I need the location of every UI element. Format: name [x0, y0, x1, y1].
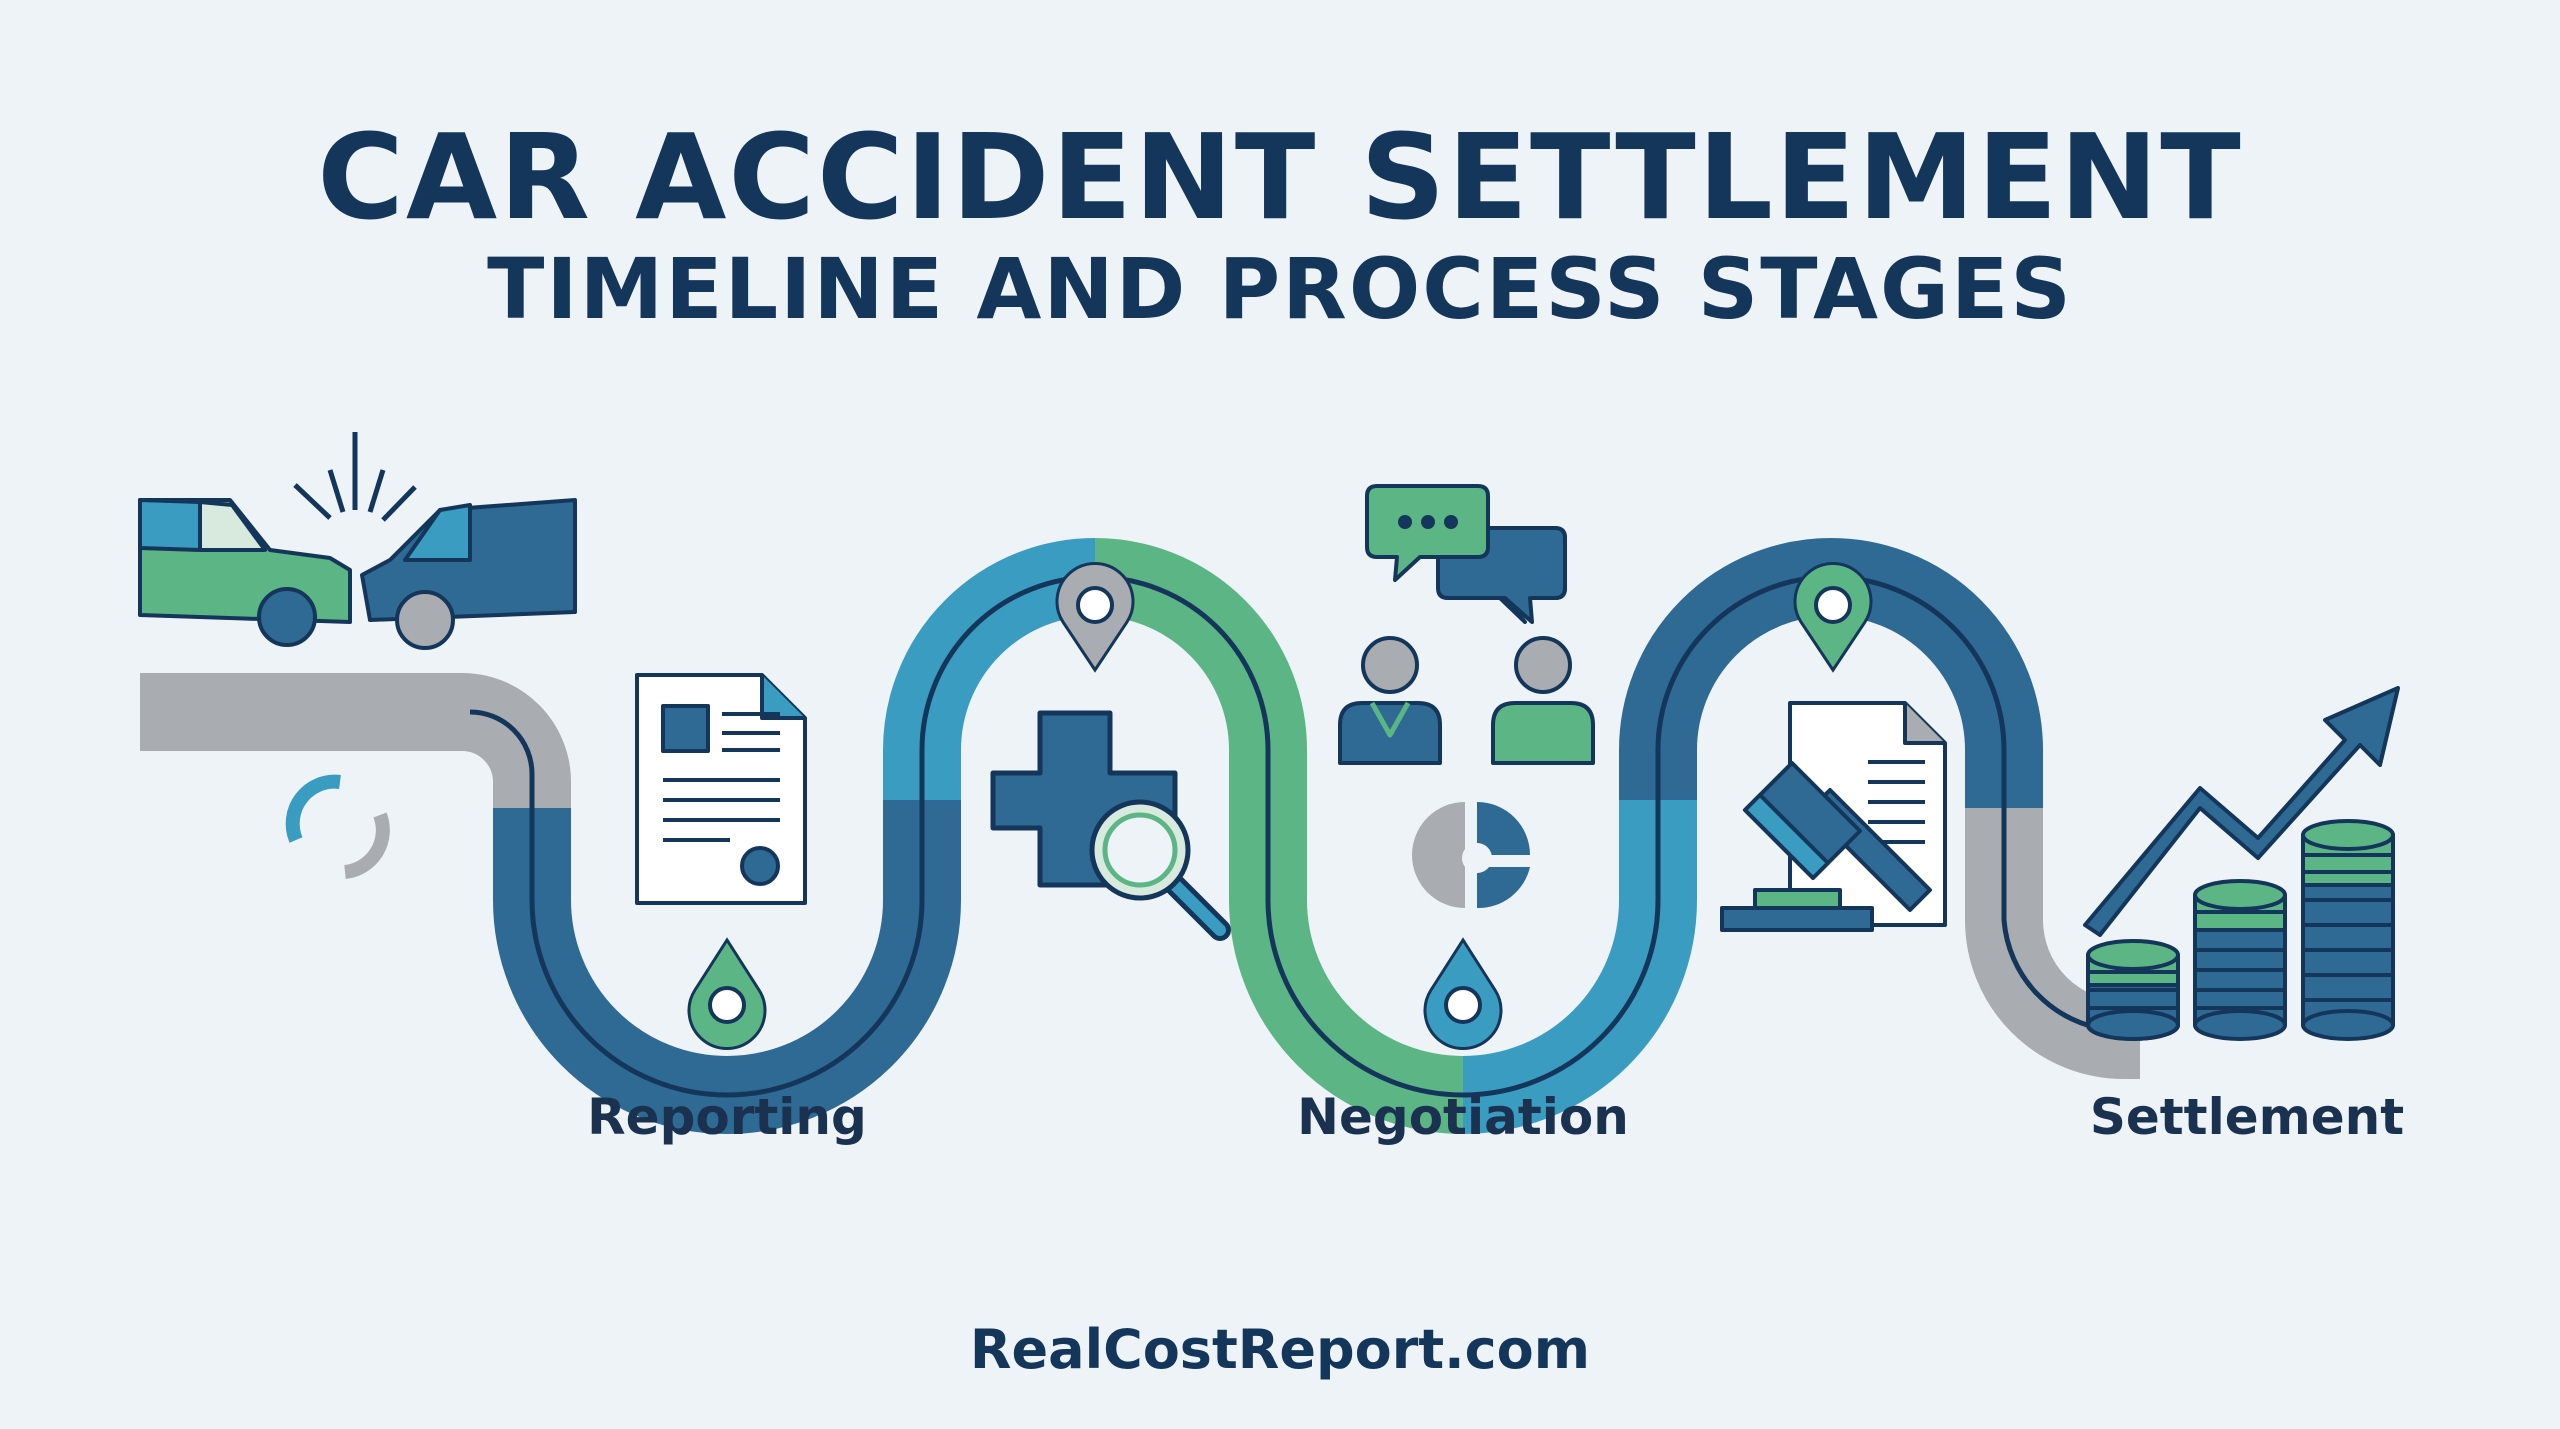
map-pin-icon	[1793, 562, 1873, 673]
car-crash-icon	[138, 432, 577, 650]
coin-stack	[2086, 939, 2180, 1041]
road-center-line	[469, 574, 2111, 1098]
stage-label-reporting: Reporting	[587, 1088, 867, 1146]
coin-stack	[2193, 879, 2287, 1041]
map-pin-icon	[687, 937, 767, 1050]
map-pin-icon	[1423, 937, 1503, 1050]
coin-stack	[2301, 819, 2395, 1041]
medical-search-icon	[990, 710, 1231, 941]
pie-chart-icon	[1412, 802, 1530, 909]
people-icon	[1338, 636, 1595, 765]
gavel-document-icon	[1720, 701, 1947, 932]
road-start-segment	[140, 673, 571, 808]
footer-website: RealCostReport.com	[969, 1318, 1591, 1381]
page-subtitle: TIMELINE AND PROCESS STAGES	[487, 240, 2073, 338]
chat-bubbles-icon	[1365, 484, 1567, 624]
document-icon	[635, 673, 807, 905]
loading-spinner-icon	[285, 774, 390, 879]
timeline-road	[140, 538, 2140, 1134]
coins-growth-icon	[2083, 686, 2400, 1041]
map-pin-icon	[1055, 562, 1135, 673]
stage-label-settlement: Settlement	[2089, 1088, 2405, 1146]
page-title: CAR ACCIDENT SETTLEMENT	[317, 108, 2243, 246]
stage-label-negotiation: Negotiation	[1297, 1088, 1629, 1146]
